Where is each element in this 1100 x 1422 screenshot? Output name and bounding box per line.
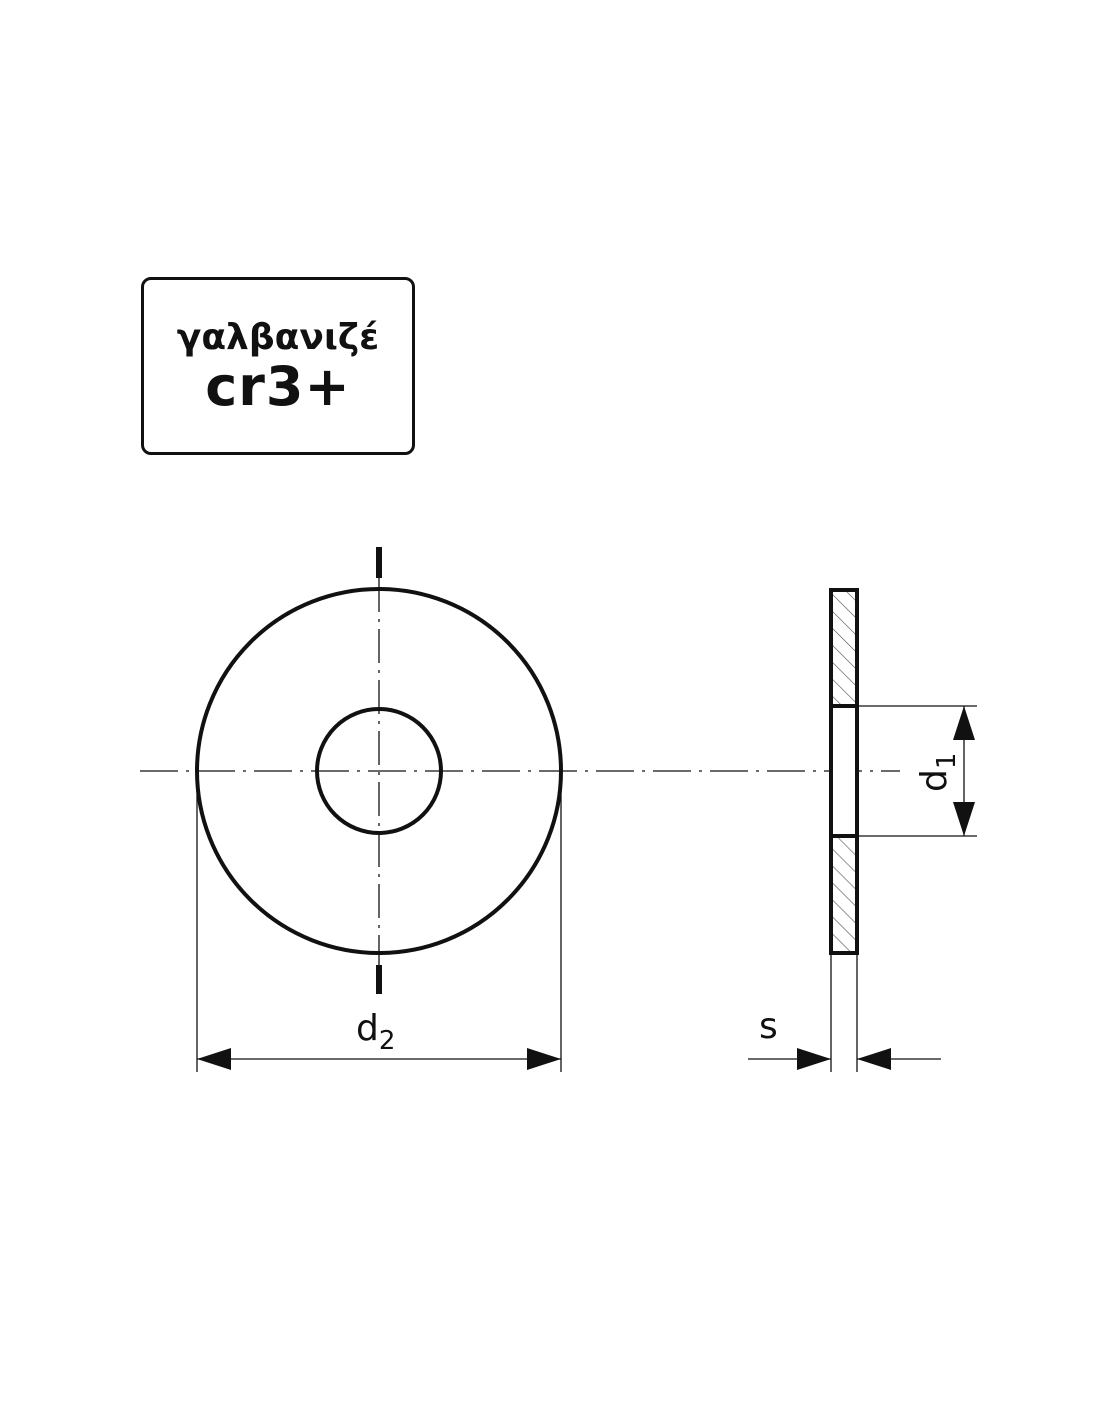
washer-side-view (829, 588, 859, 955)
d2-arrow-left (197, 1048, 231, 1070)
d1-arrow-top (953, 706, 975, 740)
s-label: s (759, 1006, 778, 1047)
finish-badge: γαλβανιζέ cr3+ (141, 277, 415, 455)
side-section-bottom (829, 834, 859, 955)
d2-dimension: d2 (196, 771, 562, 1072)
d1-dimension: d1 (857, 705, 977, 837)
d2-label: d2 (356, 1008, 395, 1056)
side-section-hole (829, 704, 859, 838)
d2-arrow-right (527, 1048, 561, 1070)
s-arrow-right (857, 1048, 891, 1070)
finish-badge-line1: γαλβανιζέ (176, 316, 380, 358)
s-arrow-left (797, 1048, 831, 1070)
s-dimension: s (748, 953, 941, 1072)
finish-badge-line2: cr3+ (205, 355, 351, 419)
d1-arrow-bottom (953, 802, 975, 836)
d1-label: d1 (914, 753, 962, 792)
side-section-top (829, 588, 859, 708)
